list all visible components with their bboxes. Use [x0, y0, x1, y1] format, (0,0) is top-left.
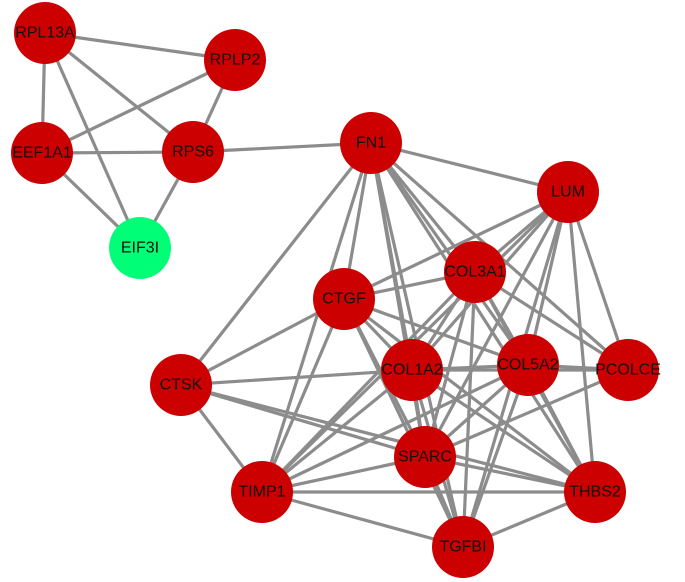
edge-col5a2-tgfbi: [461, 363, 530, 549]
node-circle-lum: [537, 161, 599, 223]
node-col1a2[interactable]: COL1A2: [381, 339, 443, 401]
node-rplp2[interactable]: RPLP2: [204, 29, 266, 91]
node-rps6[interactable]: RPS6: [162, 121, 224, 183]
node-pcolce[interactable]: PCOLCE: [595, 339, 661, 401]
node-sparc[interactable]: SPARC: [394, 426, 456, 488]
node-circle-col5a2: [497, 334, 559, 396]
edge-timp1-tgfbi: [260, 490, 465, 549]
node-circle-tgfbi: [432, 516, 494, 578]
edge-lum-ctgf: [342, 190, 570, 301]
node-label-eef1a1: EEF1A1: [12, 145, 72, 162]
node-circle-ctgf: [313, 268, 375, 330]
edge-col1a2-ctsk: [179, 368, 414, 387]
node-label-sparc: SPARC: [398, 449, 452, 466]
edge-rpl13a-rps6: [43, 31, 195, 154]
node-label-rpl13a: RPL13A: [15, 25, 75, 42]
node-label-col5a2: COL5A2: [497, 357, 558, 374]
edge-col3a1-timp1: [260, 270, 477, 494]
edge-lum-pcolce: [566, 190, 630, 372]
node-eef1a1[interactable]: EEF1A1: [11, 122, 73, 184]
node-circle-pcolce: [597, 339, 659, 401]
edge-fn1-timp1: [260, 141, 373, 494]
node-label-eif3i: EIF3I: [121, 240, 159, 257]
edge-ctsk-thbs2: [179, 383, 597, 494]
node-circle-col1a2: [381, 339, 443, 401]
node-circle-timp1: [231, 461, 293, 523]
edge-fn1-lum: [369, 141, 570, 194]
node-col3a1[interactable]: COL3A1: [444, 241, 506, 303]
edge-col5a2-timp1: [260, 363, 530, 494]
node-label-ctsk: CTSK: [160, 377, 203, 394]
node-circle-rpl13a: [14, 2, 76, 64]
node-label-thbs2: THBS2: [569, 484, 621, 501]
node-circle-thbs2: [564, 461, 626, 523]
node-ctsk[interactable]: CTSK: [150, 354, 212, 416]
node-fn1[interactable]: FN1: [340, 112, 402, 174]
node-lum[interactable]: LUM: [537, 161, 599, 223]
edge-rpl13a-rplp2: [43, 31, 237, 62]
node-circle-sparc: [394, 426, 456, 488]
node-label-tgfbi: TGFBI: [439, 539, 486, 556]
node-circle-eef1a1: [11, 122, 73, 184]
edge-fn1-col5a2: [369, 141, 530, 367]
edge-ctgf-thbs2: [342, 297, 597, 494]
edge-rpl13a-eif3i: [43, 31, 142, 250]
node-label-col1a2: COL1A2: [381, 362, 442, 379]
edge-fn1-ctsk: [179, 141, 373, 387]
node-label-rplp2: RPLP2: [210, 52, 261, 69]
edge-fn1-thbs2: [369, 141, 597, 494]
node-ctgf[interactable]: CTGF: [313, 268, 375, 330]
node-label-ctgf: CTGF: [322, 291, 366, 308]
node-label-pcolce: PCOLCE: [595, 362, 661, 379]
node-rpl13a[interactable]: RPL13A: [14, 2, 76, 64]
node-circle-fn1: [340, 112, 402, 174]
edge-ctgf-timp1: [260, 297, 346, 494]
node-timp1[interactable]: TIMP1: [231, 461, 293, 523]
edge-pcolce-sparc: [423, 368, 630, 459]
node-label-rps6: RPS6: [172, 144, 214, 161]
node-label-lum: LUM: [551, 184, 585, 201]
node-circle-eif3i: [109, 217, 171, 279]
node-label-col3a1: COL3A1: [444, 264, 505, 281]
node-label-timp1: TIMP1: [238, 484, 285, 501]
node-eif3i[interactable]: EIF3I: [109, 217, 171, 279]
edge-rplp2-eef1a1: [40, 58, 237, 155]
node-circle-col3a1: [444, 241, 506, 303]
edge-ctgf-col5a2: [342, 297, 530, 367]
node-thbs2[interactable]: THBS2: [564, 461, 626, 523]
node-circle-rplp2: [204, 29, 266, 91]
node-tgfbi[interactable]: TGFBI: [432, 516, 494, 578]
node-circle-ctsk: [150, 354, 212, 416]
node-label-fn1: FN1: [356, 135, 386, 152]
edge-lum-sparc: [423, 190, 570, 459]
node-col5a2[interactable]: COL5A2: [497, 334, 559, 396]
node-circle-rps6: [162, 121, 224, 183]
edge-col3a1-sparc: [423, 270, 477, 459]
